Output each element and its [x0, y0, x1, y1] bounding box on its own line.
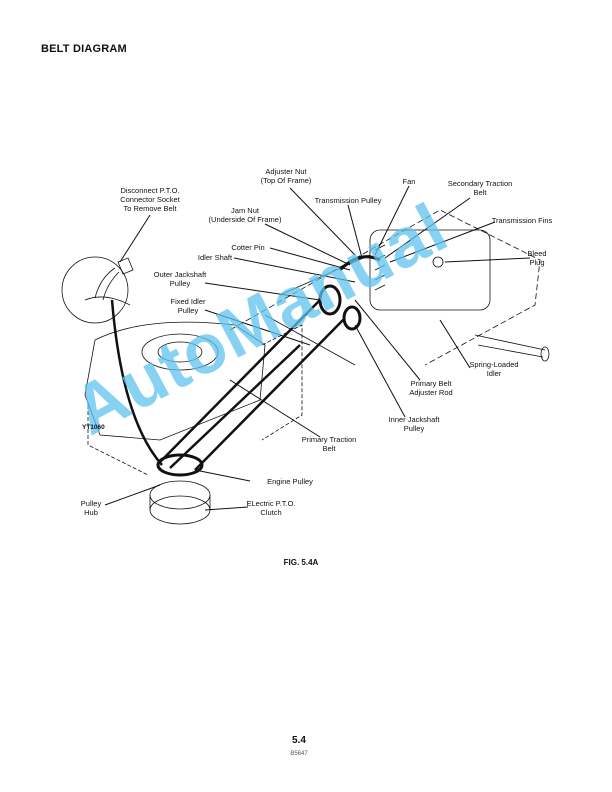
label-line: Pulley	[177, 306, 199, 315]
label-line: ELectric P.T.O.	[246, 499, 296, 508]
label-line: Idler Shaft	[197, 253, 233, 262]
label-line: Inner Jackshaft	[388, 415, 440, 424]
label-primary-traction-belt: Primary Traction Belt	[302, 435, 357, 453]
label-cotter-pin: Cotter Pin	[231, 243, 264, 252]
label-line: Idler	[486, 369, 502, 378]
label-line: Pulley	[403, 424, 425, 433]
label-jam-nut: Jam Nut (Underside Of Frame)	[209, 206, 282, 224]
connector-callout-circle	[61, 256, 129, 324]
label-line: Clutch	[260, 508, 282, 517]
axle	[474, 334, 546, 358]
label-line: Cotter Pin	[231, 243, 265, 252]
label-line: Outer Jackshaft	[153, 270, 207, 279]
drawing-code: YT1060	[82, 424, 105, 431]
label-line: Fixed Idler	[170, 297, 206, 306]
label-fan: Fan	[403, 177, 416, 186]
label-line: Transmission Pulley	[314, 196, 382, 205]
engine-top-circle	[141, 333, 219, 371]
label-line: Pulley	[80, 499, 102, 508]
secondary-traction-belt	[338, 255, 381, 272]
leader-lines	[104, 185, 531, 511]
label-disconnect-pto: Disconnect P.T.O. Connector Socket To Re…	[120, 186, 180, 213]
label-line: (Underside Of Frame)	[208, 215, 282, 224]
page-title: BELT DIAGRAM	[41, 43, 127, 55]
label-transmission-pulley: Transmission Pulley	[315, 196, 382, 205]
label-spring-loaded-idler: Spring-Loaded Idler	[469, 360, 518, 378]
label-line: (Top Of Frame)	[260, 176, 312, 185]
label-idler-shaft: Idler Shaft	[198, 253, 232, 262]
engine-pulley-part	[156, 453, 204, 477]
connector-socket-detail	[84, 257, 134, 306]
label-line: Pulley	[169, 279, 191, 288]
primary-traction-belt	[159, 299, 346, 471]
label-electric-pto-clutch: ELectric P.T.O. Clutch	[246, 499, 295, 517]
label-line: Belt	[473, 188, 487, 197]
label-engine-pulley: Engine Pulley	[267, 477, 313, 486]
label-line: Secondary Traction	[447, 179, 513, 188]
label-pulley-hub: Pulley Hub	[81, 499, 101, 517]
transmission-housing	[369, 229, 491, 311]
label-line: Engine Pulley	[267, 477, 313, 486]
label-line: Adjuster Nut	[265, 167, 307, 176]
label-line: Transmission Fins	[491, 216, 553, 225]
figure-caption: FIG. 5.4A	[283, 558, 319, 567]
label-line: Primary Belt	[410, 379, 452, 388]
page-number: 5.4	[292, 735, 306, 746]
label-line: Primary Traction	[301, 435, 357, 444]
label-inner-jackshaft-pulley: Inner Jackshaft Pulley	[389, 415, 440, 433]
label-line: Hub	[84, 508, 98, 517]
pto-cable	[110, 299, 163, 466]
label-adjuster-nut: Adjuster Nut (Top Of Frame)	[261, 167, 312, 185]
label-line: Disconnect P.T.O.	[120, 186, 180, 195]
label-line: Bleed	[527, 249, 547, 258]
label-transmission-fins: Transmission Fins	[492, 216, 553, 225]
label-line: Plug	[529, 258, 545, 267]
label-line: Spring-Loaded	[469, 360, 519, 369]
label-primary-belt-adjuster-rod: Primary Belt Adjuster Rod	[409, 379, 452, 397]
label-fixed-idler-pulley: Fixed Idler Pulley	[170, 297, 205, 315]
document-code: B5647	[290, 751, 308, 757]
bleed-plug-part	[432, 256, 444, 268]
label-bleed-plug: Bleed Plug	[527, 249, 546, 267]
frame-outline	[229, 209, 541, 366]
label-line: To Remove Belt	[123, 204, 177, 213]
label-line: Adjuster Rod	[409, 388, 453, 397]
label-line: Connector Socket	[120, 195, 180, 204]
label-outer-jackshaft-pulley: Outer Jackshaft Pulley	[154, 270, 207, 288]
label-line: Fan	[402, 177, 416, 186]
label-line: Jam Nut	[231, 206, 259, 215]
label-secondary-traction-belt: Secondary Traction Belt	[448, 179, 513, 197]
label-line: Belt	[322, 444, 336, 453]
